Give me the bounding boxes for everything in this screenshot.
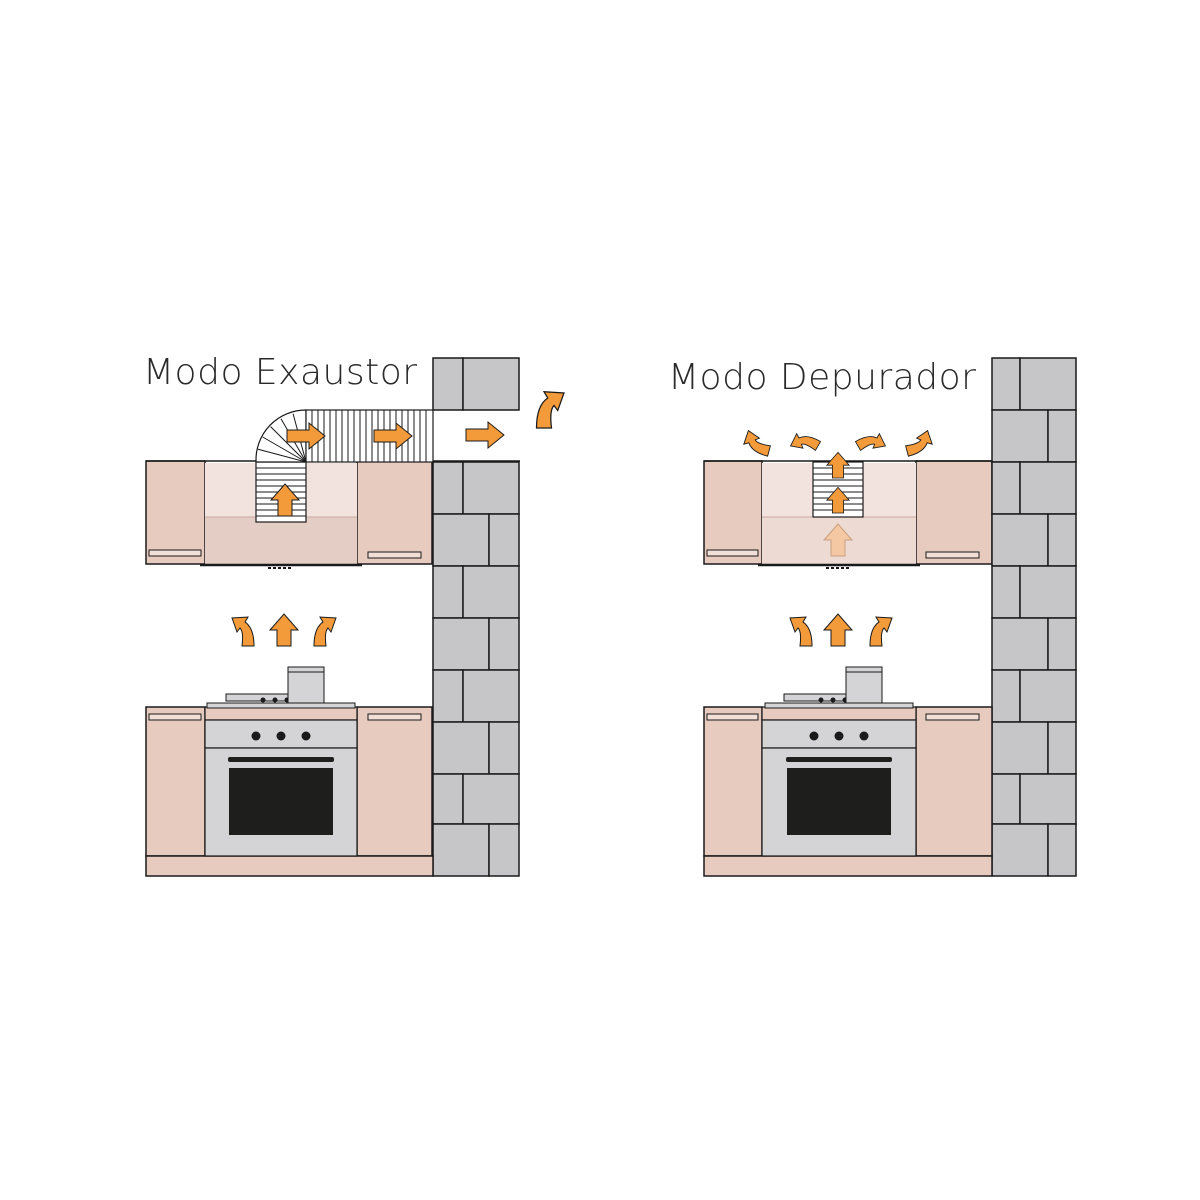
airflow-arrow-icon (231, 616, 255, 647)
cooktop (764, 666, 914, 709)
airflow-arrow-icon (535, 391, 565, 429)
title-modo-exaustor: Modo Exaustor (143, 352, 418, 393)
upper-cabinet-left (145, 460, 206, 565)
upper-cabinet-left (703, 460, 763, 565)
pan-icon (225, 693, 289, 702)
brick-wall-icon (432, 357, 520, 877)
upper-cabinet-right (356, 460, 433, 565)
airflow-arrow-icon (789, 428, 821, 459)
cooking-pot-icon (845, 666, 883, 704)
lower-cabinet-left (145, 706, 206, 857)
airflow-arrow-icon (823, 613, 853, 647)
pan-icon (783, 693, 847, 702)
plinth (145, 855, 434, 877)
plinth (703, 855, 993, 877)
cooking-pot-icon (287, 666, 325, 704)
airflow-arrow-icon (869, 616, 893, 647)
oven-icon (761, 706, 917, 857)
airflow-arrow-icon (741, 429, 774, 457)
title-modo-depurador: Modo Depurador (668, 357, 977, 398)
airflow-arrow-icon (465, 421, 505, 449)
airflow-arrow-icon (902, 429, 935, 457)
panel-exaustor (145, 357, 565, 877)
upper-cabinet-right (915, 460, 993, 565)
lower-cabinet-right (356, 706, 433, 857)
lower-cabinet-left (703, 706, 763, 857)
panel-depurador (703, 357, 1077, 877)
cooktop (206, 666, 356, 709)
airflow-arrow-icon (855, 428, 887, 459)
airflow-arrow-icon (789, 616, 813, 647)
lower-cabinet-right (915, 706, 993, 857)
oven-icon (204, 706, 358, 857)
airflow-arrow-icon (313, 616, 337, 647)
brick-wall-icon (991, 357, 1077, 877)
airflow-arrow-icon (269, 613, 299, 647)
